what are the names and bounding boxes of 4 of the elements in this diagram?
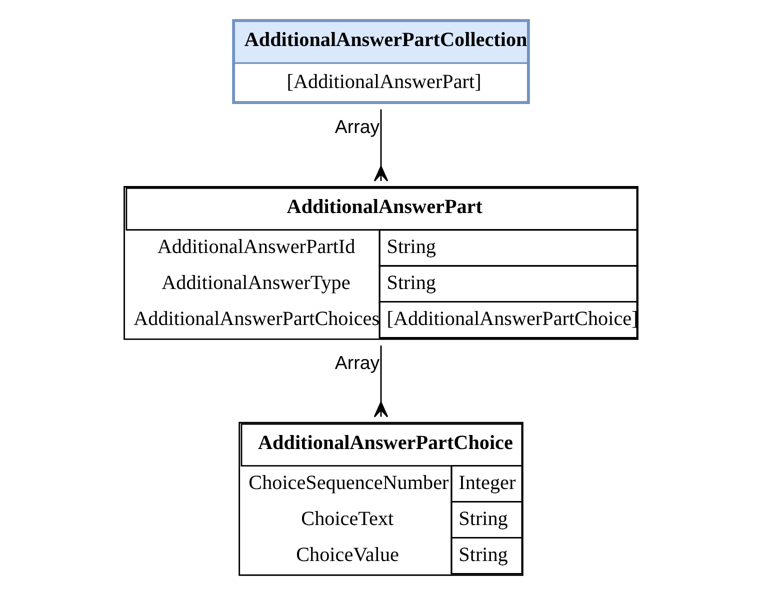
edge-label: Array	[334, 352, 380, 373]
edge-label: Array	[334, 116, 380, 137]
connector	[374, 345, 388, 418]
connector	[374, 109, 388, 182]
